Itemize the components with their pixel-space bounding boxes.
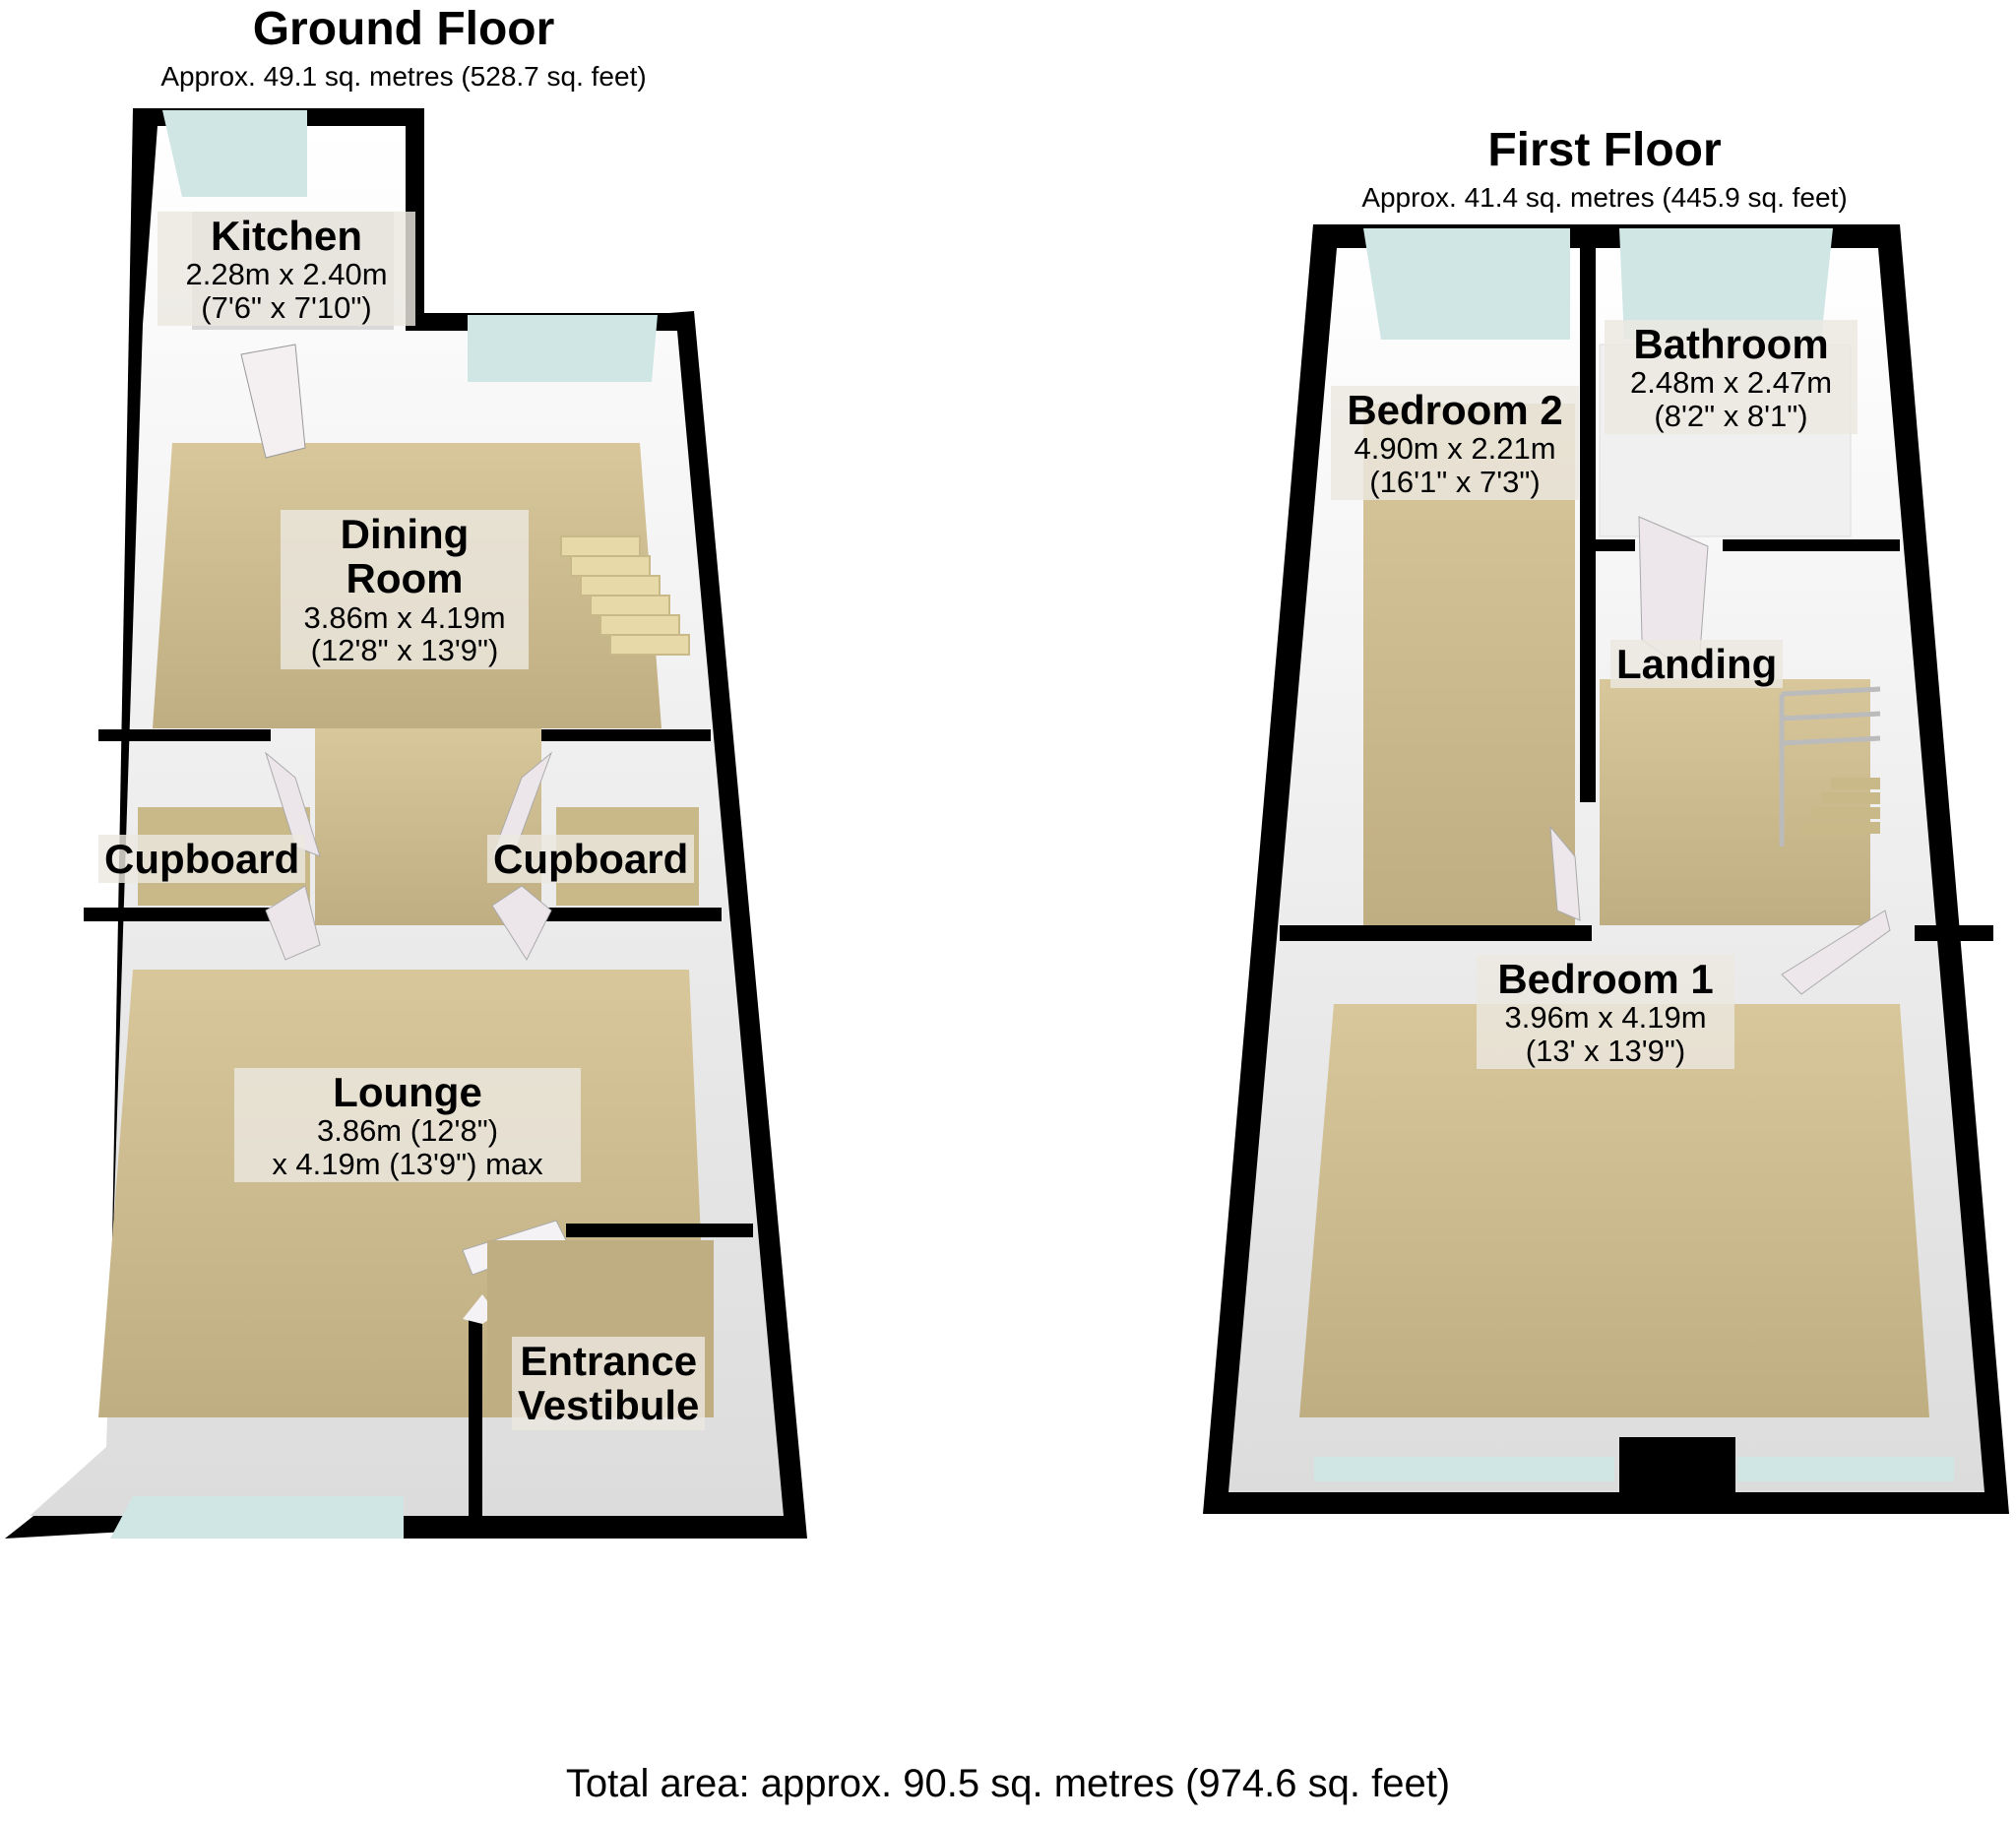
door — [1781, 910, 1891, 995]
window — [1363, 228, 1570, 340]
room-label-landing: Landing — [1610, 640, 1784, 689]
door — [1549, 825, 1581, 921]
window — [162, 110, 307, 197]
room-label-entrance-vestibule: Entrance Vestibule — [512, 1337, 706, 1430]
window — [1737, 1457, 1954, 1481]
window — [110, 1496, 404, 1539]
door — [240, 344, 306, 459]
stairs — [560, 535, 690, 656]
door — [265, 751, 321, 857]
room-label-cupboard-right: Cupboard — [487, 835, 695, 884]
room-label-bathroom: Bathroom 2.48m x 2.47m (8'2" x 8'1") — [1605, 320, 1858, 435]
ground-floor-title: Ground Floor — [252, 3, 555, 55]
ground-floor-area: Approx. 49.1 sq. metres (528.7 sq. feet) — [160, 61, 647, 92]
door — [491, 885, 552, 962]
room-label-bedroom-1: Bedroom 1 3.96m x 4.19m (13' x 13'9") — [1477, 955, 1734, 1070]
window — [468, 315, 658, 382]
window — [1314, 1457, 1614, 1481]
room-label-cupboard-left: Cupboard — [98, 835, 306, 884]
room-label-bedroom-2: Bedroom 2 4.90m x 2.21m (16'1" x 7'3") — [1331, 386, 1579, 501]
total-area: Total area: approx. 90.5 sq. metres (974… — [565, 1762, 1451, 1805]
stairs — [1779, 686, 1881, 847]
bedroom-1-floor — [1299, 1004, 1929, 1417]
room-label-lounge: Lounge 3.86m (12'8") x 4.19m (13'9") max — [234, 1068, 581, 1183]
room-label-dining-room: Dining Room 3.86m x 4.19m (12'8" x 13'9"… — [281, 510, 529, 669]
door — [265, 885, 321, 961]
window — [1619, 228, 1833, 340]
first-floor-area: Approx. 41.4 sq. metres (445.9 sq. feet) — [1361, 182, 1848, 213]
first-floor-title: First Floor — [1487, 124, 1722, 176]
room-label-kitchen: Kitchen 2.28m x 2.40m (7'6" x 7'10") — [158, 212, 415, 327]
